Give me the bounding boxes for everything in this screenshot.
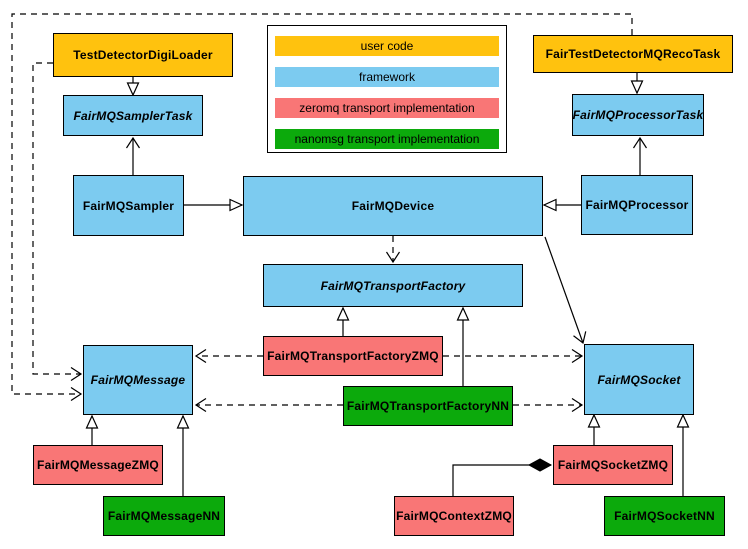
class-box-fairmqsamplertask: FairMQSamplerTask [63, 95, 203, 136]
class-box-fairmqsocketnn: FairMQSocketNN [604, 496, 725, 536]
class-box-fairtestdetectormqrecotask: FairTestDetectorMQRecoTask [533, 35, 733, 73]
class-box-fairmqsocketzmq: FairMQSocketZMQ [553, 445, 673, 485]
legend-item-zeromq-transport: zeromq transport implementation [275, 98, 499, 118]
legend-item-user-code: user code [275, 36, 499, 56]
class-box-testdetectordigiloader: TestDetectorDigiLoader [53, 33, 233, 77]
class-box-fairmqtransportfactory: FairMQTransportFactory [263, 264, 523, 307]
edge-fairmqcontextzmq-to-fairmqsocketzmq [452, 458, 553, 496]
class-box-fairmqmessagenn: FairMQMessageNN [103, 496, 225, 536]
class-box-fairmqsocket: FairMQSocket [584, 344, 694, 415]
class-box-fairmqdevice: FairMQDevice [243, 176, 543, 236]
class-box-fairmqprocessortask: FairMQProcessorTask [572, 94, 704, 136]
legend-item-framework: framework [275, 67, 499, 87]
legend: user code framework zeromq transport imp… [267, 25, 507, 153]
class-box-fairmqmessage: FairMQMessage [83, 345, 193, 415]
class-box-fairmqsampler: FairMQSampler [73, 175, 184, 236]
class-box-fairmqtransportfactorynn: FairMQTransportFactoryNN [343, 386, 513, 426]
class-box-fairmqcontextzmq: FairMQContextZMQ [394, 496, 514, 536]
class-box-fairmqtransportfactoryzmq: FairMQTransportFactoryZMQ [263, 336, 443, 376]
class-box-fairmqprocessor: FairMQProcessor [581, 175, 693, 235]
class-box-fairmqmessagezmq: FairMQMessageZMQ [33, 445, 163, 485]
edge-fairmqdevice-to-fairmqsocket [544, 236, 587, 345]
legend-item-nanomsg-transport: nanomsg transport implementation [275, 129, 499, 149]
